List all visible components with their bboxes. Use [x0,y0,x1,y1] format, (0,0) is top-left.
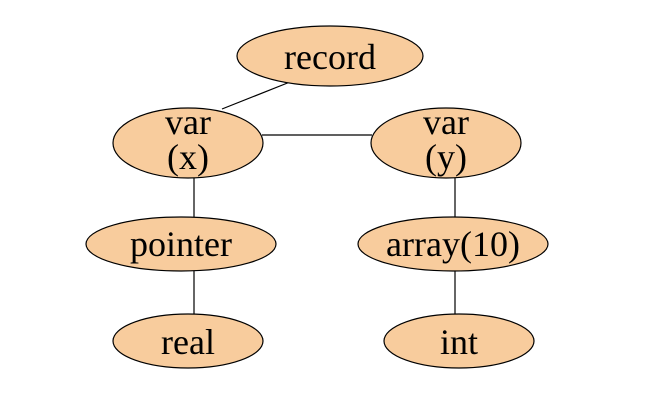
node-var-x-label-line1: var [165,102,211,142]
node-pointer: pointer [85,216,277,272]
node-int: int [383,313,535,369]
node-var-x-label-line2: (x) [167,137,209,177]
node-record-label: record [284,37,376,77]
node-real: real [112,313,264,369]
node-record: record [236,25,424,87]
edge-record-var-x [221,81,291,110]
node-real-label: real [161,322,215,362]
node-int-label: int [440,322,478,362]
node-array: array(10) [357,216,549,272]
node-array-label: array(10) [386,224,520,264]
node-var-y-label-line2: (y) [425,137,467,177]
node-pointer-label: pointer [130,224,232,264]
node-var-y: var (y) [370,102,522,179]
node-var-x: var (x) [112,102,264,179]
node-var-y-label-line1: var [423,102,469,142]
